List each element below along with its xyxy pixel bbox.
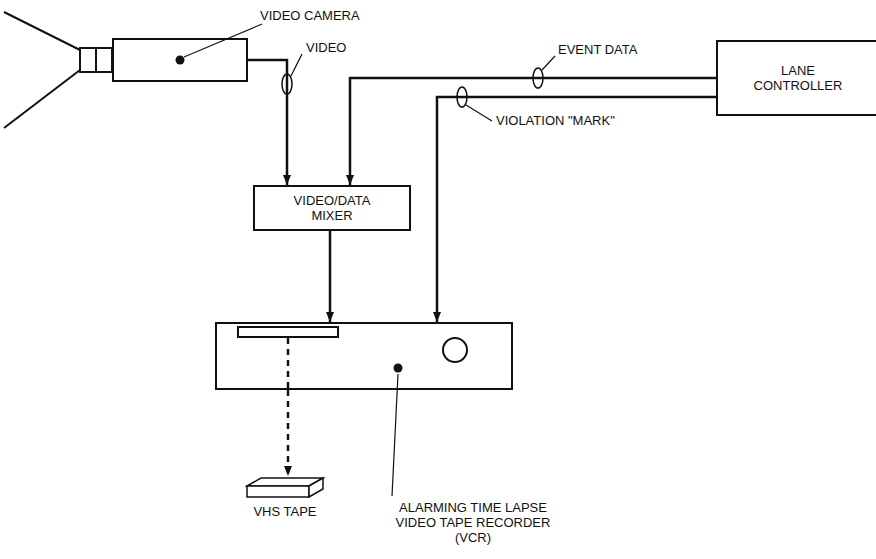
signal-wire	[329, 231, 332, 322]
box-label: VIDEO/DATA MIXER	[277, 193, 387, 223]
signal-wire	[350, 78, 716, 185]
signal-label: VIDEO	[304, 40, 348, 55]
signal-wire	[437, 97, 716, 322]
camera-lens	[80, 48, 112, 72]
lens-ring	[95, 48, 97, 72]
tape-path	[287, 338, 290, 390]
box-label: LANE CONTROLLER	[743, 63, 853, 93]
vcr-knob	[443, 338, 467, 362]
lane-controller-box: LANE CONTROLLER	[716, 40, 876, 116]
part-label: VIDEO CAMERA	[260, 8, 360, 23]
tape-outline	[245, 476, 325, 500]
tape-front	[247, 486, 309, 497]
video-camera: VIDEO CAMERA	[112, 38, 248, 82]
leader-line	[466, 105, 492, 121]
vhs-tape: VHS TAPE	[245, 476, 325, 500]
leader-line	[542, 56, 555, 70]
signal-label: VIOLATION "MARK"	[494, 113, 617, 128]
vcr-unit: ALARMING TIME LAPSE VIDEO TAPE RECORDER …	[215, 322, 513, 390]
tape-side	[309, 478, 323, 497]
signal-wire	[248, 60, 287, 185]
view-line	[4, 12, 80, 50]
signal-label: EVENT DATA	[556, 42, 639, 57]
view-line	[4, 70, 80, 128]
part-label: ALARMING TIME LAPSE VIDEO TAPE RECORDER …	[382, 500, 564, 545]
part-label: VHS TAPE	[225, 504, 345, 519]
mixer-box: VIDEO/DATA MIXER	[253, 185, 411, 231]
leader-line	[291, 54, 302, 76]
tape-slot	[238, 327, 338, 337]
leader-line	[392, 374, 398, 496]
leader-line	[184, 24, 262, 57]
camera-dot	[176, 56, 185, 65]
tape-eject-path	[287, 390, 290, 476]
vcr-dot	[394, 364, 403, 373]
